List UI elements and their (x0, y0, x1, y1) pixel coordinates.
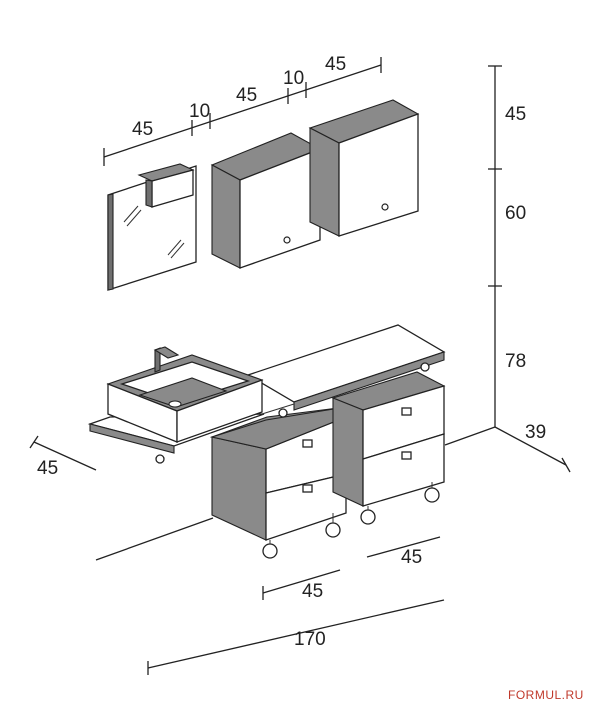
dim-label-gap-1: 10 (189, 101, 210, 122)
dim-label-cabinet-1-width: 45 (236, 85, 257, 106)
dim-label-cabinet-2-width: 45 (325, 54, 346, 75)
drawer-unit-left (209, 406, 347, 559)
drawer-handle-icon (401, 451, 412, 460)
dim-label-counter-height: 78 (505, 351, 526, 372)
floor-lines (95, 517, 214, 561)
dim-label-gap-2: 10 (283, 68, 304, 89)
top-dimension-line (103, 57, 382, 166)
drawer-right-dimension-line (366, 536, 441, 558)
wall-cabinet-1 (210, 132, 322, 269)
drawer-unit-right (331, 371, 446, 525)
dim-label-mirror-width: 45 (132, 119, 153, 140)
dim-label-total-width: 170 (294, 629, 326, 650)
caster-wheel-icon (262, 543, 278, 559)
drawer-handle-icon (302, 439, 313, 448)
dim-label-left-depth: 45 (37, 458, 58, 479)
caster-wheel-icon (424, 487, 440, 503)
total-width-dimension-line (147, 599, 445, 675)
drawer-handle-icon (401, 407, 412, 416)
watermark: FORMUL.RU (508, 688, 584, 702)
drawer-handle-icon (302, 484, 313, 493)
caster-wheel-icon (325, 522, 341, 538)
dim-label-depth: 39 (525, 422, 546, 443)
dim-label-cabinet-height: 60 (505, 203, 526, 224)
depth-dimension-line (444, 426, 571, 473)
dim-label-drawer-left-width: 45 (302, 581, 323, 602)
knob-icon (283, 236, 291, 244)
caster-wheel-icon (360, 509, 376, 525)
left-depth-dimension-line (29, 435, 97, 471)
wall-cabinet-2 (308, 99, 420, 237)
sink-basin (106, 354, 264, 443)
dim-label-drawer-right-width: 45 (401, 547, 422, 568)
knob-icon (381, 203, 389, 211)
mirror-lamp (137, 163, 195, 208)
dim-label-top-height: 45 (505, 104, 526, 125)
height-dimension-line (488, 65, 502, 427)
faucet-icon (153, 346, 180, 373)
drawer-left-dimension-line (262, 569, 341, 600)
